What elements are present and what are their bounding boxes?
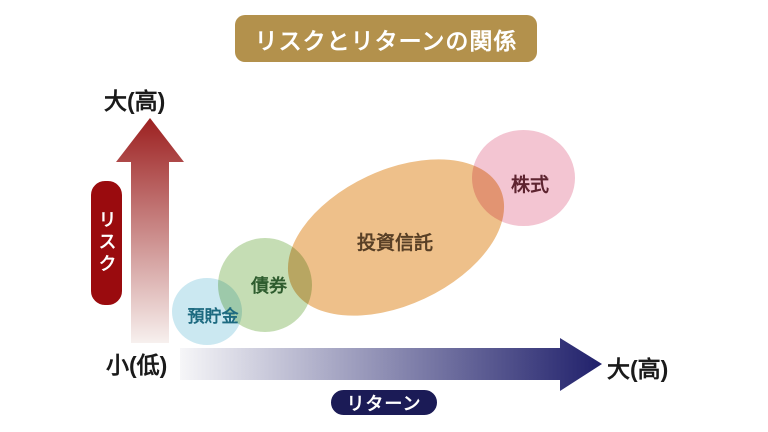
- risk-axis-badge: リスク: [88, 178, 125, 308]
- return-axis-max-label: 大(高): [607, 356, 669, 382]
- risk-arrow-up-icon: [116, 118, 184, 343]
- bubble-mutual-funds-label: 投資信託: [356, 233, 433, 254]
- diagram-title: リスクとリターンの関係: [235, 15, 537, 62]
- bubble-stocks-label: 株式: [510, 175, 549, 196]
- return-arrow-right-icon: [180, 338, 602, 391]
- bubble-deposits-label: 預貯金: [187, 307, 239, 326]
- bubble-stocks: [472, 130, 575, 226]
- axis-min-label: 小(低): [106, 352, 168, 378]
- bubble-bonds-label: 債券: [251, 276, 287, 296]
- risk-axis-max-label: 大(高): [104, 88, 166, 114]
- risk-axis-label: リスク: [96, 210, 117, 276]
- return-axis-badge: リターン: [328, 387, 440, 418]
